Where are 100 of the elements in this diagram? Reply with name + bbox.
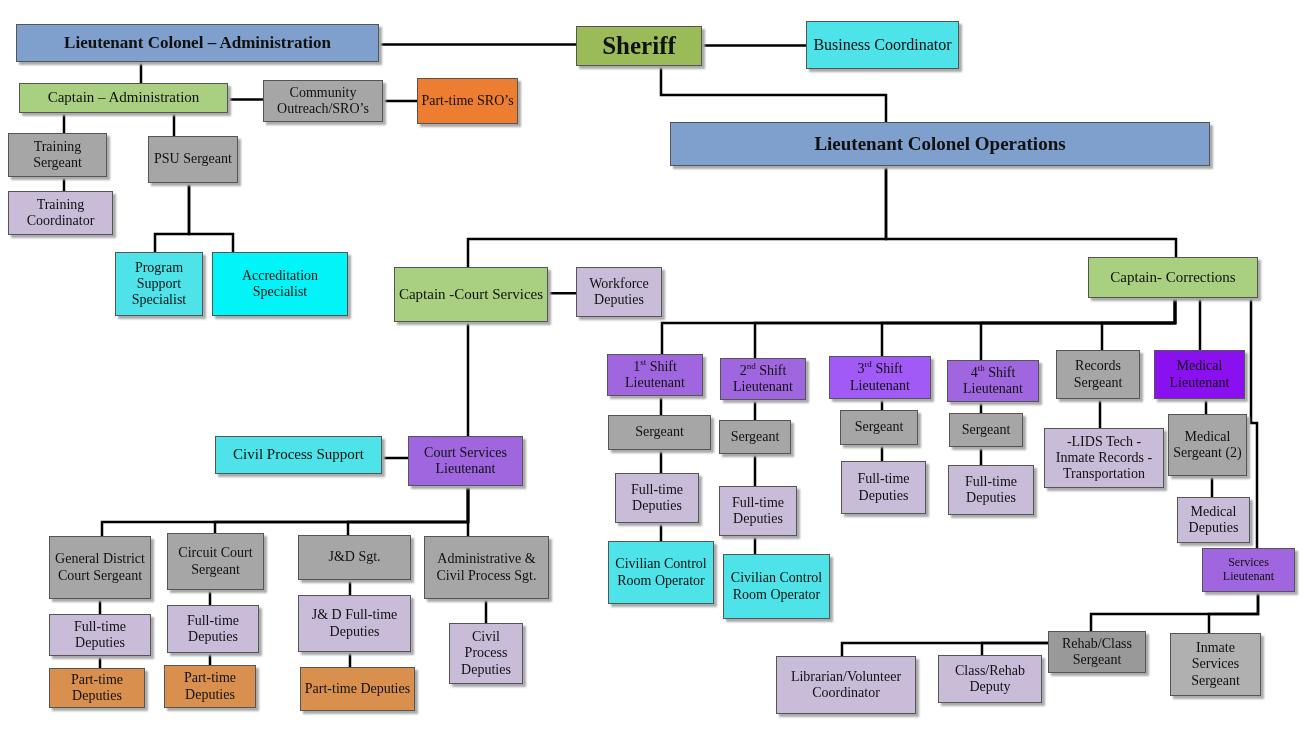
- position-title: Captain -Court Services: [398, 285, 544, 304]
- connector-line: [1207, 592, 1260, 633]
- position-box: [806, 21, 959, 69]
- position-box: [1168, 414, 1247, 476]
- connector-line: [466, 322, 470, 436]
- position-box: [408, 436, 523, 486]
- position-box: [417, 78, 518, 124]
- position-box: [8, 191, 113, 235]
- position-title: Full-time Deputies: [730, 494, 786, 528]
- position-title: Sergeant: [961, 421, 1011, 439]
- position-box: [723, 554, 830, 619]
- position-box: [948, 465, 1034, 515]
- position-box: [394, 267, 548, 322]
- connector-line: [62, 113, 66, 133]
- connector-line: [1249, 298, 1259, 548]
- position-box: [164, 665, 256, 708]
- connector-line: [187, 183, 235, 252]
- position-title: J& D Full-time Deputies: [310, 607, 399, 640]
- connector-line: [139, 62, 143, 83]
- connector-line: [1210, 476, 1214, 497]
- connector-line: [659, 66, 888, 122]
- position-title: 3$^{rd}$ Shift Lieutenant: [849, 361, 911, 394]
- position-title: Services Lieutenant: [1221, 556, 1276, 584]
- position-title: 2$^{nd}$ Shift Lieutenant: [732, 362, 794, 396]
- position-title: Class/Rehab Deputy: [954, 662, 1026, 696]
- position-box: [1202, 548, 1295, 592]
- position-title: PSU Sergeant: [154, 151, 232, 168]
- position-title: General District Court Sergeant: [54, 551, 146, 584]
- position-title: Part-time SRO’s: [421, 92, 514, 110]
- connector-line: [659, 450, 663, 473]
- connector-line: [753, 454, 757, 486]
- position-title: Captain – Administration: [47, 89, 200, 107]
- position-title: Full-time Deputies: [856, 471, 911, 504]
- position-title: Court Services Lieutenant: [423, 444, 508, 478]
- position-box: [167, 605, 259, 653]
- position-box: [215, 436, 382, 474]
- position-title: Medical Deputies: [1187, 503, 1240, 537]
- position-title: Workforce Deputies: [588, 275, 650, 309]
- position-title: Full-time Deputies: [185, 612, 241, 646]
- position-box: [1154, 350, 1245, 399]
- connector-line: [484, 599, 488, 623]
- position-title: Sergeant: [730, 428, 780, 446]
- position-box: [1170, 633, 1261, 696]
- position-title: Part-time Deputies: [182, 670, 238, 703]
- position-title: Part-time Deputies: [69, 671, 125, 705]
- connector-line: [172, 113, 176, 136]
- position-title: Training Sergeant: [32, 138, 83, 172]
- position-title: Community Outreach/SRO’s: [276, 84, 370, 118]
- position-title: Full-time Deputies: [72, 618, 128, 652]
- position-box: [1044, 428, 1164, 488]
- position-box: [16, 24, 379, 62]
- position-title: Sergeant: [635, 424, 684, 441]
- position-box: [19, 83, 228, 113]
- position-title: Business Coordinator: [813, 35, 952, 55]
- connector-line: [1098, 399, 1102, 428]
- position-box: [719, 420, 791, 454]
- position-box: [298, 595, 411, 652]
- position-title: Civil Process Support: [233, 446, 364, 464]
- position-title: Lieutenant Colonel – Administration: [64, 33, 331, 53]
- position-title: Program Support Specialist: [130, 259, 188, 309]
- connector-line: [884, 166, 1178, 257]
- position-title: Records Sergeant: [1072, 358, 1124, 391]
- position-title: Medical Sergeant (2): [1172, 428, 1243, 462]
- position-title: Training Coordinator: [25, 196, 96, 230]
- position-box: [841, 461, 926, 514]
- position-title: Civil Process Deputies: [460, 629, 512, 678]
- position-box: [1088, 257, 1258, 298]
- position-box: [829, 356, 931, 399]
- position-box: [608, 415, 711, 450]
- position-title: Circuit Court Sergeant: [177, 545, 254, 578]
- position-box: [615, 473, 699, 523]
- position-box: [167, 533, 264, 590]
- position-box: [449, 623, 523, 684]
- position-box: [49, 614, 151, 656]
- connector-line: [1198, 298, 1202, 350]
- position-title: -LIDS Tech -Inmate Records -Transportation: [1054, 433, 1154, 483]
- position-box: [949, 413, 1023, 447]
- connector-line: [382, 456, 408, 460]
- position-box: [148, 136, 238, 183]
- position-box: [263, 80, 383, 122]
- position-box: [49, 536, 151, 599]
- position-box: [607, 354, 703, 396]
- position-title: Inmate Services Sergeant: [1190, 640, 1241, 689]
- position-box: [424, 536, 549, 599]
- position-box: [1177, 497, 1250, 543]
- position-box: [1048, 631, 1146, 673]
- position-title: Full-time Deputies: [963, 473, 1019, 507]
- position-title: Rehab/Class Sergeant: [1061, 635, 1133, 669]
- connector-line: [548, 292, 576, 295]
- connector-line: [379, 43, 576, 46]
- position-box: [115, 252, 203, 316]
- position-title: 1$^{st}$ Shift Lieutenant: [624, 358, 686, 392]
- position-title: Civilian Control Room Operator: [614, 556, 708, 589]
- position-box: [576, 267, 662, 317]
- position-title: Accreditation Specialist: [240, 267, 320, 301]
- connector-line: [659, 396, 663, 415]
- position-box: [608, 541, 714, 604]
- position-box: [670, 122, 1210, 166]
- position-box: [719, 486, 797, 536]
- position-box: [8, 133, 107, 177]
